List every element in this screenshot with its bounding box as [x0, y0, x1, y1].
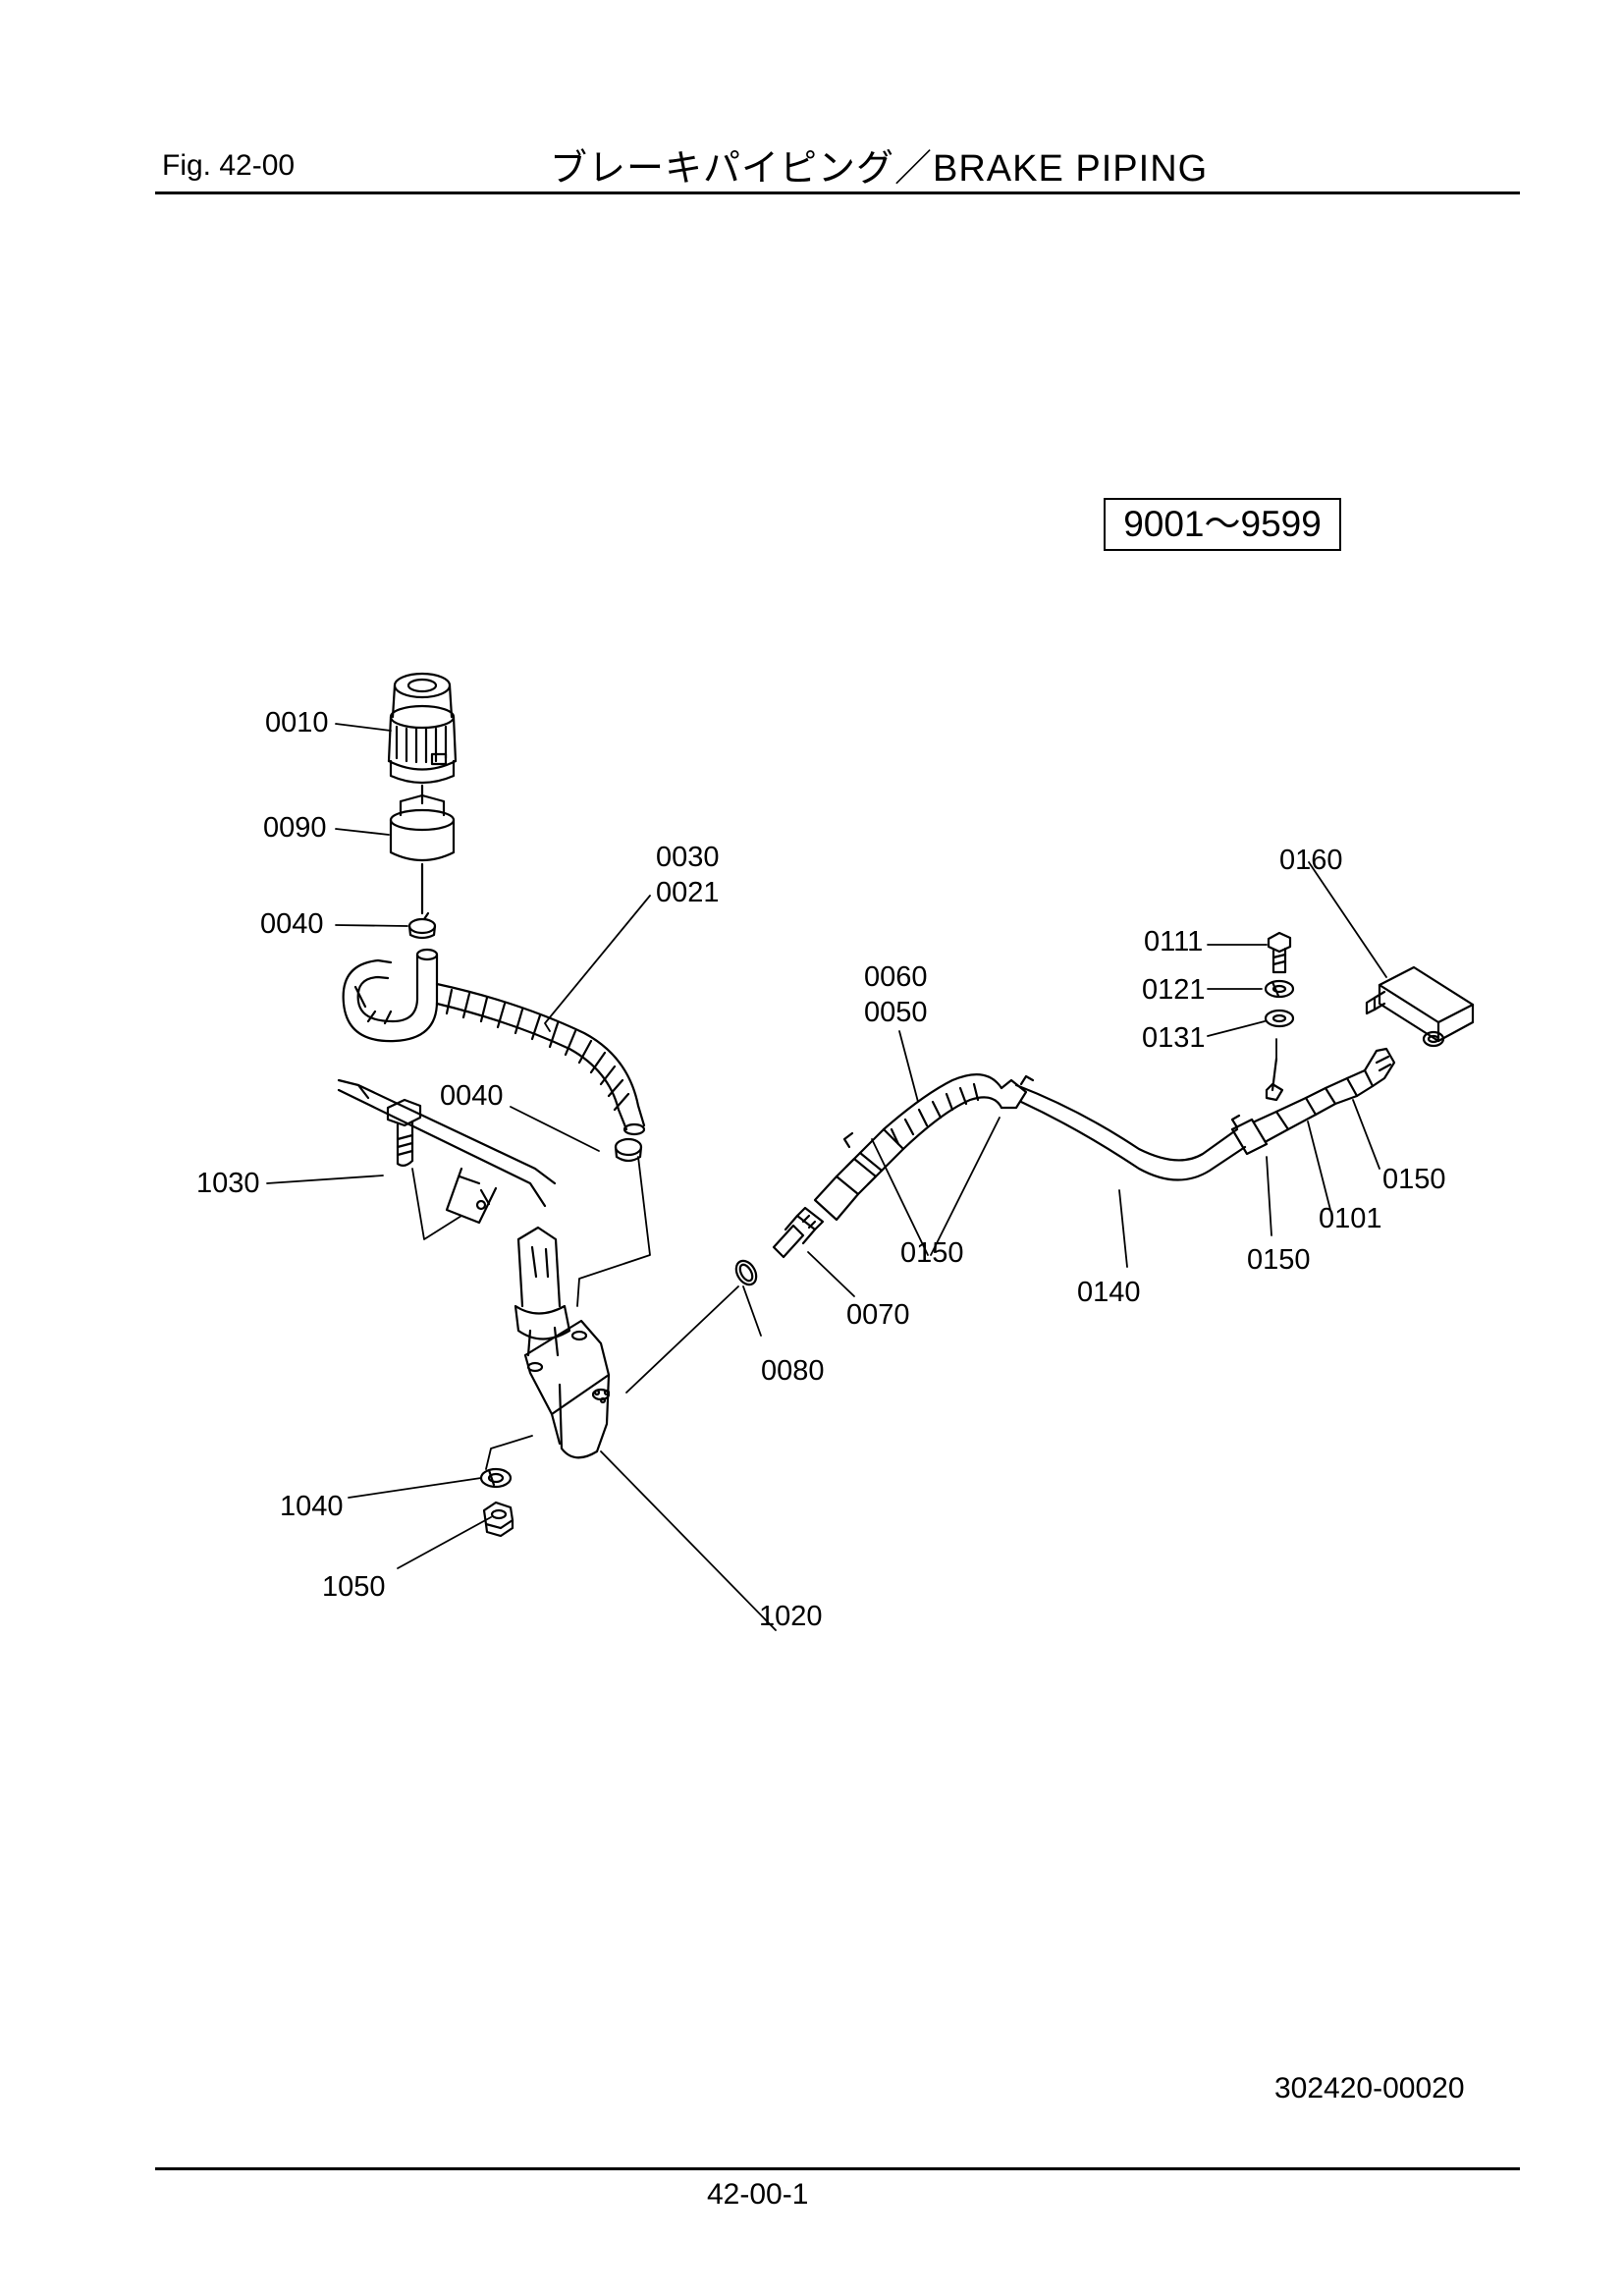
label-1030: 1030	[196, 1168, 260, 1199]
label-1040: 1040	[280, 1491, 344, 1522]
label-0131: 0131	[1142, 1022, 1206, 1054]
label-0030: 0030	[656, 842, 720, 873]
label-0070: 0070	[846, 1299, 910, 1331]
bolt-1030-drawing	[386, 1098, 422, 1168]
o-ring-drawing	[734, 1259, 758, 1286]
footer-rule	[155, 2167, 1520, 2170]
master-cylinder-drawing	[514, 1226, 611, 1459]
leader-lines	[266, 723, 1387, 1631]
clamp-band-drawing	[389, 793, 456, 915]
label-0121: 0121	[1142, 974, 1206, 1006]
label-0140: 0140	[1077, 1277, 1141, 1308]
header-rule	[155, 191, 1520, 194]
serial-range-box: 9001～9599	[1104, 498, 1341, 551]
washer-0121-drawing	[1264, 979, 1295, 999]
brake-hose-middle-drawing	[813, 1072, 1003, 1222]
label-0101: 0101	[1319, 1203, 1382, 1234]
adapter-fitting-drawing	[772, 1206, 825, 1259]
label-0060: 0060	[864, 961, 928, 993]
bolt-0111-drawing	[1267, 931, 1292, 974]
brake-hose-right-drawing	[1230, 1047, 1396, 1156]
page-title: ブレーキパイピング／BRAKE PIPING	[550, 148, 1209, 190]
figure-number: Fig. 42-00	[162, 149, 296, 182]
brake-hose-drawing	[342, 948, 646, 1136]
label-0090: 0090	[263, 812, 327, 844]
brake-pipe-drawing	[1000, 1074, 1247, 1181]
hose-clamp-lower-drawing	[614, 1137, 643, 1163]
label-1020: 1020	[759, 1601, 823, 1632]
drawing-number: 302420-00020	[1274, 2072, 1465, 2105]
pedal-plate-drawing	[337, 1078, 557, 1225]
label-0080: 0080	[761, 1355, 825, 1387]
label-0160: 0160	[1279, 845, 1343, 876]
page-number: 42-00-1	[707, 2178, 809, 2211]
label-0040-lower: 0040	[440, 1080, 504, 1112]
label-0150-right: 0150	[1382, 1164, 1446, 1195]
washer-1040-drawing	[479, 1467, 513, 1489]
label-0050: 0050	[864, 997, 928, 1028]
label-0150-lower: 0150	[1247, 1244, 1311, 1276]
label-0010: 0010	[265, 707, 329, 738]
label-1050: 1050	[322, 1571, 386, 1603]
washer-0131-drawing	[1264, 1009, 1295, 1028]
brake-switch-drawing	[1365, 965, 1475, 1048]
reservoir-tank-drawing	[387, 672, 458, 805]
label-0111: 0111	[1144, 926, 1203, 957]
label-0150-left: 0150	[900, 1237, 964, 1269]
nut-1050-drawing	[482, 1501, 514, 1538]
hose-clamp-top-drawing	[407, 911, 437, 940]
label-0021: 0021	[656, 877, 720, 908]
label-0040-top: 0040	[260, 908, 324, 940]
